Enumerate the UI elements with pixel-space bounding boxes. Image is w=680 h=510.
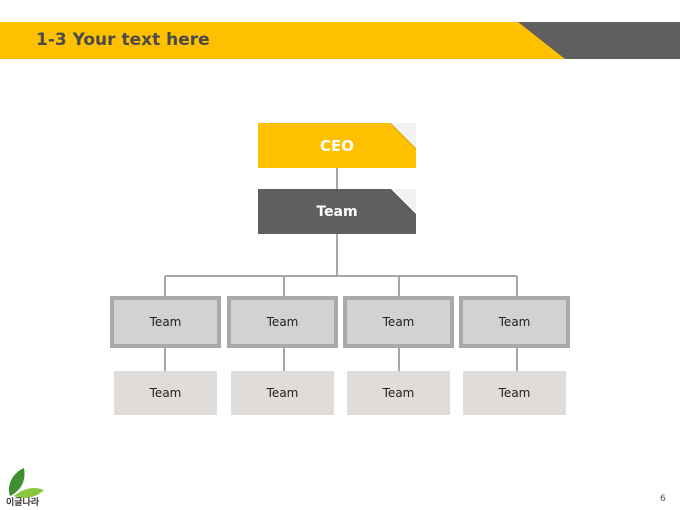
page-fold-icon	[390, 123, 416, 149]
org-node-ceo-label: CEO	[319, 136, 354, 155]
org-node-level3-3: Team	[347, 371, 450, 415]
org-node-level2-3: Team	[343, 296, 454, 348]
org-node-level3-1: Team	[114, 371, 217, 415]
org-node-level2-3-label: Team	[382, 315, 415, 329]
org-node-level3-2: Team	[231, 371, 334, 415]
page-fold-icon	[390, 189, 416, 215]
org-node-level3-3-label: Team	[382, 386, 415, 400]
logo-text: 이글나라	[6, 498, 40, 508]
page-number: 6	[660, 494, 666, 504]
org-node-level2-4-label: Team	[498, 315, 531, 329]
leaf-logo-icon	[8, 468, 44, 498]
org-node-team-main-label: Team	[316, 203, 358, 220]
org-node-level2-1: Team	[110, 296, 221, 348]
org-node-level2-2-label: Team	[266, 315, 299, 329]
title-bar-background	[0, 22, 680, 59]
org-node-level3-1-label: Team	[149, 386, 182, 400]
org-node-level3-4-label: Team	[498, 386, 531, 400]
title-bar: 1-3 Your text here	[0, 22, 680, 59]
org-node-ceo: CEO	[258, 123, 416, 168]
org-node-team-main: Team	[258, 189, 416, 234]
org-node-level2-4: Team	[459, 296, 570, 348]
page-title: 1-3 Your text here	[36, 30, 210, 50]
org-node-level2-1-label: Team	[149, 315, 182, 329]
org-node-level3-2-label: Team	[266, 386, 299, 400]
org-node-level2-2: Team	[227, 296, 338, 348]
org-node-level3-4: Team	[463, 371, 566, 415]
